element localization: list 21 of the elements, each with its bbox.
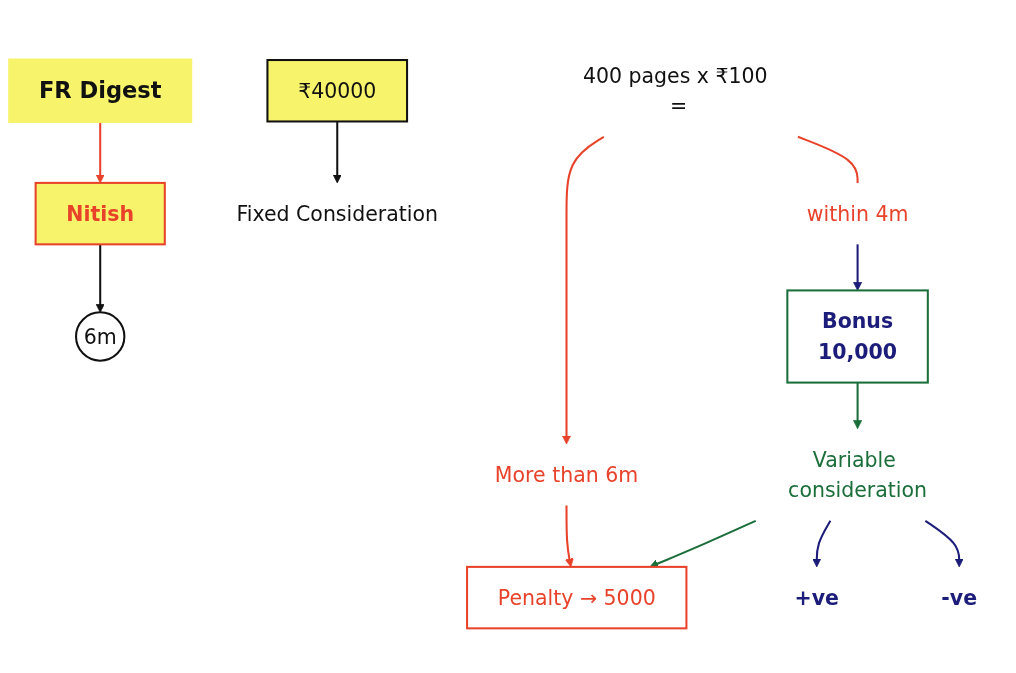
node-box: FR Digest bbox=[8, 58, 193, 123]
node-text: within 4m bbox=[806, 201, 909, 226]
node-box: Nitish bbox=[34, 181, 166, 246]
node-text: 400 pages x ₹100 = bbox=[582, 63, 768, 119]
connector bbox=[797, 135, 859, 183]
node-text: More than 6m bbox=[494, 462, 639, 488]
node-text: Fixed Consideration bbox=[236, 201, 439, 226]
node-text: Variable consideration bbox=[788, 447, 928, 503]
arrow bbox=[562, 135, 605, 445]
node-box: Penalty → 5000 bbox=[466, 565, 688, 630]
node-text: -ve bbox=[941, 585, 978, 610]
arrow bbox=[812, 520, 832, 568]
arrow bbox=[95, 244, 105, 313]
arrow bbox=[332, 121, 342, 184]
node-circle: 6m bbox=[75, 311, 126, 362]
node-box: Bonus 10,000 bbox=[786, 289, 929, 384]
arrow bbox=[853, 244, 863, 291]
arrow bbox=[853, 382, 863, 430]
node-text: +ve bbox=[794, 585, 839, 610]
node-box: ₹40000 bbox=[266, 59, 409, 123]
arrow bbox=[924, 519, 964, 568]
